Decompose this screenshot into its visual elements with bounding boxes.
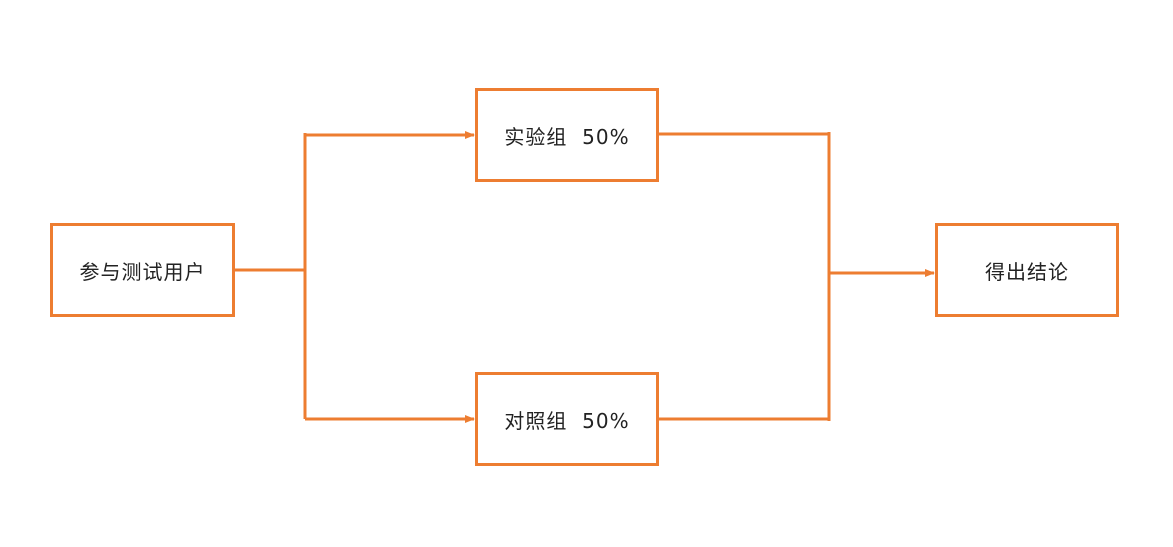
node-control-group: 对照组 50% <box>475 372 659 466</box>
node-experiment-group: 实验组 50% <box>475 88 659 182</box>
node-participating-users: 参与测试用户 <box>50 223 235 317</box>
node-conclusion: 得出结论 <box>935 223 1119 317</box>
